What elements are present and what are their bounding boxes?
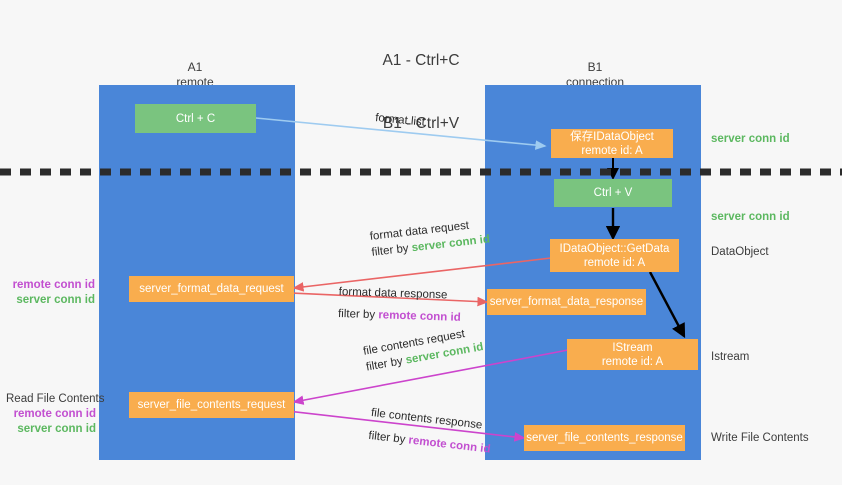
edge-label-file-contents-request: file contents request filter by server c… [362, 323, 485, 375]
node-getdata-line2: remote id: A [583, 256, 646, 269]
node-getdata-line1: IDataObject::GetData [559, 242, 670, 255]
node-ctrl-c[interactable]: Ctrl + C [135, 104, 256, 133]
node-istream[interactable]: IStream remote id: A [567, 339, 698, 370]
filter-key-remote-conn-id: remote conn id [407, 434, 492, 456]
node-server-file-contents-response-label: server_file_contents_response [526, 432, 683, 444]
node-server-format-data-request[interactable]: server_format_data_request [129, 276, 294, 302]
left-label-remote-conn-id-lower: remote conn id [13, 408, 96, 420]
right-label-server-conn-id-second: server conn id [711, 211, 790, 223]
filter-prefix: filter by [367, 429, 410, 447]
left-label-server-conn-id-upper: server conn id [16, 294, 95, 306]
node-istream-line2: remote id: A [601, 355, 664, 368]
node-save-idataobject-line1: 保存IDataObject [570, 130, 654, 143]
node-idataobject-getdata[interactable]: IDataObject::GetData remote id: A [550, 239, 679, 272]
edge-label-format-data-request: format data request filter by server con… [369, 216, 491, 261]
left-label-remote-conn-id-upper: remote conn id [12, 279, 95, 291]
node-ctrl-v[interactable]: Ctrl + V [554, 179, 672, 207]
edge-label-format-data-response-filter: filter by remote conn id [338, 306, 461, 326]
node-server-format-data-response-label: server_format_data_response [489, 296, 644, 308]
filter-prefix: filter by [337, 307, 379, 322]
right-label-server-conn-id-top: server conn id [711, 133, 790, 145]
node-server-file-contents-response[interactable]: server_file_contents_response [524, 425, 685, 451]
right-label-dataobject: DataObject [711, 246, 769, 258]
node-istream-line1: IStream [612, 341, 653, 354]
right-label-istream: Istream [711, 351, 750, 363]
node-server-format-data-response[interactable]: server_format_data_response [487, 289, 646, 315]
node-server-file-contents-request[interactable]: server_file_contents_request [129, 392, 294, 418]
node-save-idataobject[interactable]: 保存IDataObject remote id: A [551, 129, 673, 158]
right-label-write-file-contents: Write File Contents [711, 432, 809, 444]
edge-label-format-data-response-text: format data response [338, 285, 448, 302]
filter-prefix: filter by [371, 242, 413, 259]
edge-label-format-list-text: format list [374, 111, 426, 129]
node-server-format-data-request-label: server_format_data_request [139, 283, 284, 295]
left-label-group-upper: remote conn id server conn id [10, 278, 95, 308]
node-server-file-contents-request-label: server_file_contents_request [137, 399, 286, 411]
edge-label-format-data-response: format data response filter by remote co… [338, 284, 462, 326]
filter-prefix: filter by [365, 354, 407, 374]
left-label-group-lower: Read File Contents remote conn id server… [6, 392, 105, 437]
node-ctrl-c-label: Ctrl + C [175, 112, 216, 125]
node-save-idataobject-line2: remote id: A [581, 144, 643, 157]
filter-key-remote-conn-id: remote conn id [378, 309, 461, 324]
edge-label-file-contents-response: file contents response filter by remote … [368, 405, 494, 458]
column-header-a1-name: A1 [187, 60, 203, 74]
column-header-b1-name: B1 [587, 60, 603, 74]
node-ctrl-v-label: Ctrl + V [593, 187, 633, 199]
left-label-read-file-contents: Read File Contents [6, 393, 105, 405]
title-line-1: A1 - Ctrl+C [382, 52, 460, 69]
left-label-server-conn-id-lower: server conn id [17, 423, 96, 435]
